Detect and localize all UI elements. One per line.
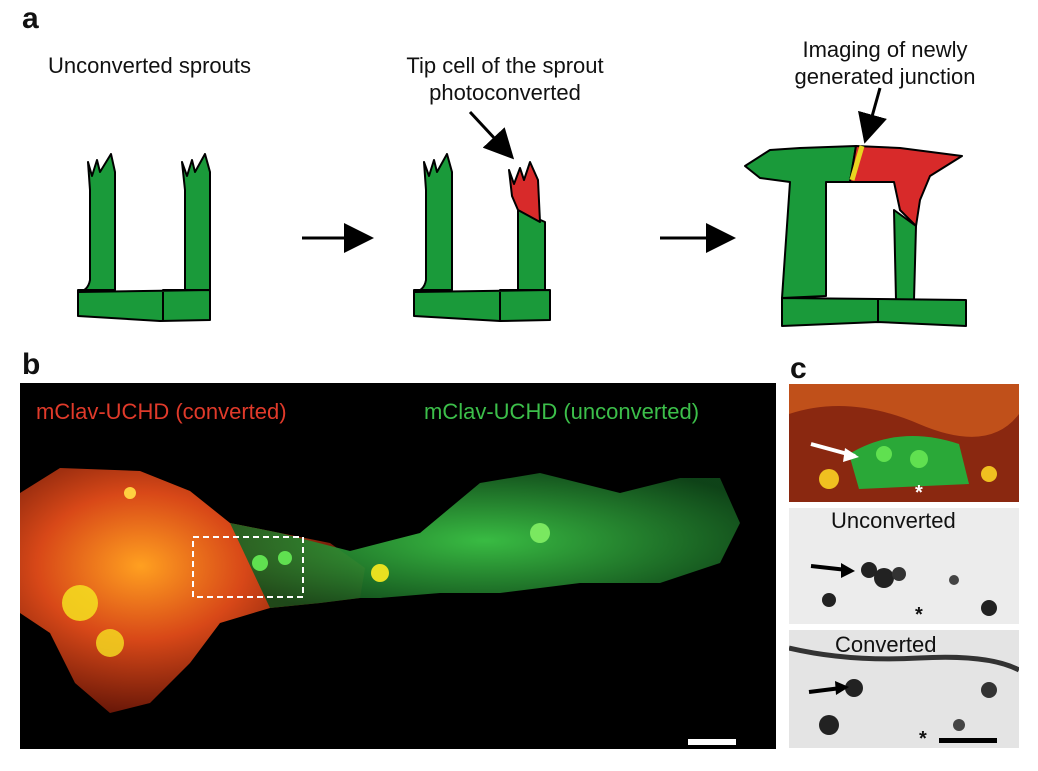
caption-new-junction: Imaging of newly generated junction bbox=[794, 37, 976, 89]
caption-tip-cell: Tip cell of the sprout photoconverted bbox=[406, 53, 604, 105]
label-unconverted: mClav-UCHD (unconverted) bbox=[424, 399, 700, 424]
panel-letter-b: b bbox=[22, 348, 41, 381]
label-inset-unconverted: Unconverted bbox=[831, 508, 956, 533]
asterisk-marker: * bbox=[915, 482, 923, 502]
inset-merged: * bbox=[789, 384, 1019, 502]
connected-sprouts-shape bbox=[744, 145, 967, 327]
unconverted-sprouts-shape bbox=[77, 153, 211, 322]
panel-letter-c: c bbox=[790, 352, 807, 385]
arrow-pointer-icon bbox=[468, 110, 515, 160]
photoconverted-sprouts-shape bbox=[413, 153, 551, 322]
micrograph-b: mClav-UCHD (converted) mClav-UCHD (uncon… bbox=[20, 383, 776, 749]
arrow-pointer-icon bbox=[858, 87, 887, 144]
inset-converted: Converted * bbox=[789, 630, 1019, 748]
panel-letter-a: a bbox=[22, 2, 39, 35]
scale-bar bbox=[939, 738, 997, 743]
inset-unconverted: Unconverted * bbox=[789, 508, 1019, 624]
label-inset-converted: Converted bbox=[835, 632, 937, 657]
scale-bar bbox=[688, 739, 736, 745]
unconverted-cell bbox=[230, 473, 740, 608]
caption-unconverted-sprouts: Unconverted sprouts bbox=[48, 53, 251, 78]
sprout-schematic bbox=[77, 87, 967, 327]
roi-box bbox=[192, 536, 304, 598]
junction-marker bbox=[849, 145, 865, 181]
label-converted: mClav-UCHD (converted) bbox=[36, 399, 287, 424]
asterisk-marker: * bbox=[915, 604, 923, 624]
asterisk-marker: * bbox=[919, 728, 927, 748]
